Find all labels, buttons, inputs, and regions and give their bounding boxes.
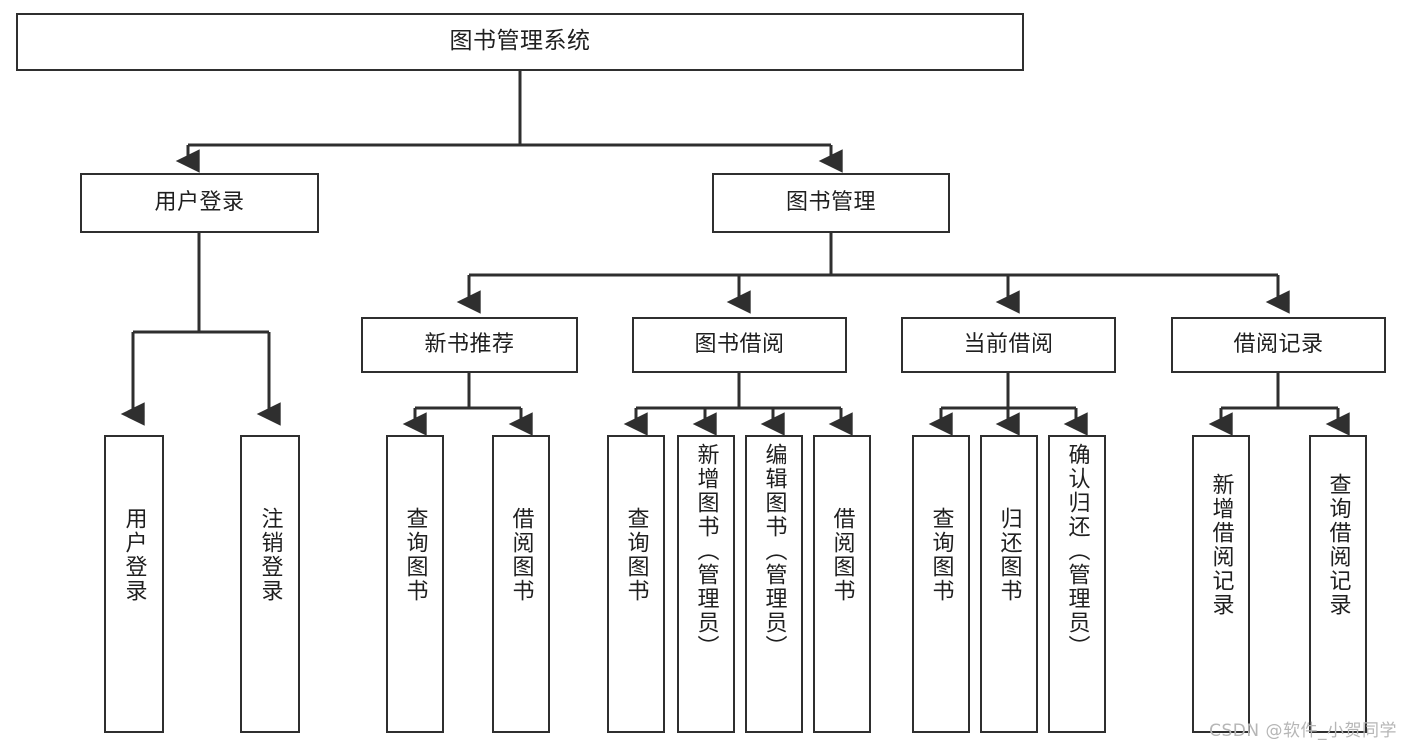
node-borrow-record-label: 借阅记录	[1233, 332, 1324, 358]
node-borrow-record[interactable]: 借阅记录	[1171, 317, 1386, 373]
node-leaf-borrow-book-1-label: 借阅图书	[508, 507, 534, 603]
node-leaf-return-book[interactable]: 归还图书	[980, 435, 1038, 733]
node-new-book-recommend-label: 新书推荐	[424, 332, 515, 358]
node-leaf-confirm-return[interactable]: 确认归还（管理员）	[1048, 435, 1106, 733]
node-leaf-query-book-1-label: 查询图书	[402, 507, 428, 603]
node-root-label: 图书管理系统	[449, 28, 591, 55]
node-user-login[interactable]: 用户登录	[80, 173, 319, 233]
node-leaf-query-record-label: 查询借阅记录	[1325, 473, 1351, 617]
node-leaf-query-book-3-label: 查询图书	[928, 507, 954, 603]
node-book-borrow[interactable]: 图书借阅	[632, 317, 847, 373]
node-leaf-edit-book-label: 编辑图书（管理员）	[761, 443, 787, 659]
node-leaf-user-login-label: 用户登录	[121, 507, 147, 603]
node-new-book-recommend[interactable]: 新书推荐	[361, 317, 578, 373]
node-book-borrow-label: 图书借阅	[694, 332, 785, 358]
node-leaf-query-record[interactable]: 查询借阅记录	[1309, 435, 1367, 733]
node-leaf-logout[interactable]: 注销登录	[240, 435, 300, 733]
node-user-login-label: 用户登录	[154, 190, 245, 216]
node-leaf-logout-label: 注销登录	[257, 507, 283, 603]
node-leaf-add-record-label: 新增借阅记录	[1208, 473, 1234, 617]
node-leaf-query-book-3[interactable]: 查询图书	[912, 435, 970, 733]
node-leaf-user-login[interactable]: 用户登录	[104, 435, 164, 733]
node-leaf-add-book-label: 新增图书（管理员）	[693, 443, 719, 659]
node-leaf-add-record[interactable]: 新增借阅记录	[1192, 435, 1250, 733]
node-leaf-return-book-label: 归还图书	[996, 507, 1022, 603]
node-leaf-query-book-1[interactable]: 查询图书	[386, 435, 444, 733]
node-book-manage[interactable]: 图书管理	[712, 173, 950, 233]
node-leaf-add-book[interactable]: 新增图书（管理员）	[677, 435, 735, 733]
node-leaf-borrow-book-2[interactable]: 借阅图书	[813, 435, 871, 733]
node-book-manage-label: 图书管理	[785, 190, 876, 216]
node-leaf-query-book-2-label: 查询图书	[623, 507, 649, 603]
node-leaf-edit-book[interactable]: 编辑图书（管理员）	[745, 435, 803, 733]
node-leaf-query-book-2[interactable]: 查询图书	[607, 435, 665, 733]
node-leaf-borrow-book-2-label: 借阅图书	[829, 507, 855, 603]
node-current-borrow-label: 当前借阅	[963, 332, 1054, 358]
node-current-borrow[interactable]: 当前借阅	[901, 317, 1116, 373]
node-root[interactable]: 图书管理系统	[16, 13, 1024, 71]
node-leaf-confirm-return-label: 确认归还（管理员）	[1064, 443, 1090, 659]
node-leaf-borrow-book-1[interactable]: 借阅图书	[492, 435, 550, 733]
